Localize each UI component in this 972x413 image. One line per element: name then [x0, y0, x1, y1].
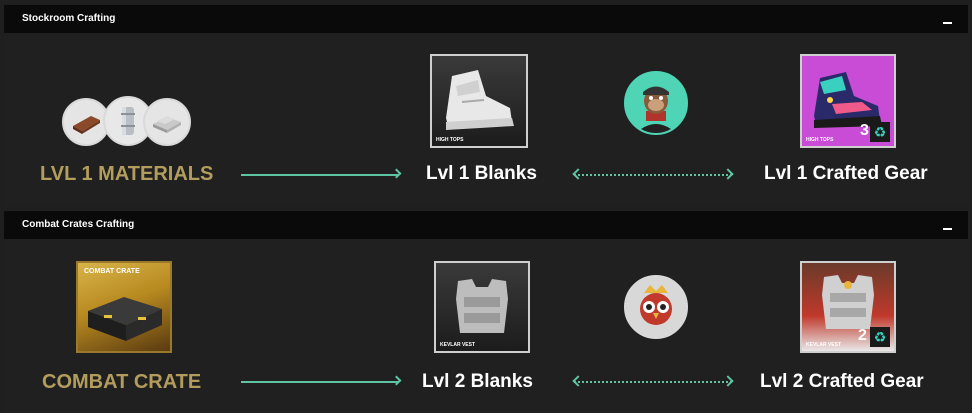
- blank-card-tag: KEVLAR VEST: [440, 342, 476, 348]
- crate-label: COMBAT CRATE: [42, 371, 202, 393]
- gear-card-level: 3: [860, 122, 869, 139]
- crafted-gear-card[interactable]: 2 ♻ KEVLAR VEST: [800, 261, 896, 353]
- kevlar-vest-icon: [456, 279, 508, 333]
- combat-crate-icon: [88, 297, 162, 341]
- material-wood-plank: [62, 98, 110, 146]
- flow-arrow: [241, 381, 399, 383]
- exchange-arrow: [574, 174, 732, 176]
- owl-avatar: [624, 275, 688, 339]
- recycle-icon: ♻: [870, 327, 890, 347]
- panel-header: Combat Crates Crafting: [4, 211, 968, 239]
- combat-crate-card[interactable]: COMBAT CRATE: [76, 261, 172, 353]
- exchange-arrow: [574, 381, 732, 383]
- crafted-gear-label: Lvl 2 Crafted Gear: [760, 371, 924, 392]
- materials-label: LVL 1 MATERIALS: [40, 163, 214, 185]
- blanks-label: Lvl 2 Blanks: [422, 371, 533, 392]
- panel-body: COMBAT CRATE COMBAT CRATE KEVLAR VEST Lv…: [4, 239, 968, 413]
- sneaker-icon: [446, 70, 514, 130]
- panel-title: Stockroom Crafting: [22, 13, 116, 24]
- wood-plank-icon: [73, 116, 100, 134]
- crafted-vest-icon: [822, 275, 874, 329]
- panel-body: LVL 1 MATERIALS HIGH TOPS Lvl 1 Blanks: [4, 33, 968, 205]
- material-metal-sheet: [143, 98, 191, 146]
- owl-avatar-icon: [640, 285, 672, 325]
- crafted-sneaker-icon: [814, 72, 882, 128]
- metal-canister-icon: [121, 107, 135, 135]
- recycle-icon: ♻: [870, 122, 890, 142]
- blank-item-card[interactable]: HIGH TOPS: [430, 54, 528, 148]
- panel-header: Stockroom Crafting: [4, 5, 968, 33]
- ape-avatar: [624, 71, 688, 135]
- panel-title: Combat Crates Crafting: [22, 219, 135, 230]
- collapse-button[interactable]: [942, 219, 954, 231]
- crate-card-title: COMBAT CRATE: [84, 268, 140, 275]
- ape-avatar-icon: [636, 86, 676, 133]
- metal-sheet-icon: [153, 116, 181, 133]
- crafted-gear-label: Lvl 1 Crafted Gear: [764, 163, 928, 184]
- blanks-label: Lvl 1 Blanks: [426, 163, 537, 184]
- collapse-button[interactable]: [942, 13, 954, 25]
- gear-card-level: 2: [858, 327, 867, 344]
- gear-card-tag: KEVLAR VEST: [806, 342, 842, 348]
- blank-card-tag: HIGH TOPS: [436, 137, 464, 143]
- blank-item-card[interactable]: KEVLAR VEST: [434, 261, 530, 353]
- flow-arrow: [241, 174, 399, 176]
- combat-crates-crafting-panel: Combat Crates Crafting COMBAT CRATE COMB…: [0, 205, 972, 413]
- gear-card-tag: HIGH TOPS: [806, 137, 834, 143]
- crafted-gear-card[interactable]: 3 ♻ HIGH TOPS: [800, 54, 896, 148]
- stockroom-crafting-panel: Stockroom Crafting: [0, 0, 972, 205]
